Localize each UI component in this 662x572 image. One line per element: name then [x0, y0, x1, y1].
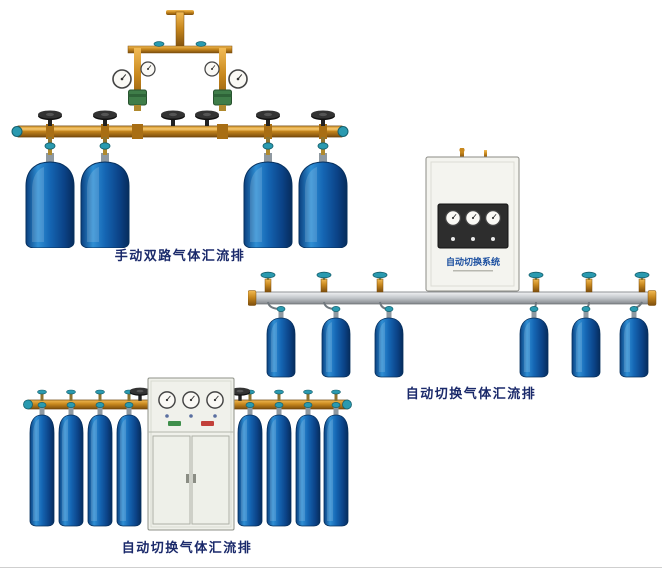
cabinet-label: 自动切换系统 — [446, 256, 500, 267]
cylinder-drops — [48, 137, 325, 147]
gas-cylinder — [571, 305, 601, 378]
gas-cylinder — [266, 401, 292, 527]
pressure-gauge — [444, 209, 462, 227]
pressure-gauge — [182, 391, 200, 409]
door-handle — [193, 474, 196, 483]
cabinet-door-right — [191, 435, 230, 525]
end-cap — [11, 126, 23, 137]
gas-cylinder — [29, 401, 55, 527]
valve-station — [528, 271, 544, 293]
end-cap — [337, 126, 349, 137]
product-caption: 自动切换气体汇流排 — [121, 540, 253, 555]
page-bottom-rule — [0, 567, 662, 568]
indicator-green — [168, 421, 181, 426]
valve-station — [372, 271, 388, 293]
small-valve-knob — [153, 41, 165, 47]
valve-handwheel — [256, 110, 280, 126]
top-pipe-assembly — [127, 10, 233, 108]
valve-handwheel — [161, 110, 185, 126]
gas-cylinder — [116, 401, 142, 527]
control-cabinet: 自动切换系统 — [425, 156, 520, 292]
gas-cylinder — [295, 401, 321, 527]
end-cap — [647, 290, 657, 306]
product-caption: 自动切换气体汇流排 — [405, 386, 537, 401]
manifold-bar — [248, 290, 657, 306]
manifold-pipe — [11, 124, 349, 139]
pressure-gauge — [158, 391, 176, 409]
pressure-gauge — [112, 69, 132, 89]
valve-station — [260, 271, 276, 293]
gas-regulator — [128, 89, 147, 112]
pressure-gauge — [204, 61, 220, 77]
product-auto-switch-wall-manifold: 自动切换系统 — [248, 148, 658, 402]
valve-handwheel — [93, 110, 117, 126]
product-manual-dual-manifold: 手动双路气体汇流排 — [10, 8, 350, 264]
gas-cylinder — [25, 142, 75, 248]
valve-station — [581, 271, 597, 293]
valve-station — [316, 271, 332, 293]
valve-station — [634, 271, 650, 293]
gas-cylinder — [323, 401, 349, 527]
product-auto-switch-floor-manifold: 自动切换气体汇流排 — [22, 374, 352, 556]
indicator-red — [201, 421, 214, 426]
valve-handwheel — [38, 110, 62, 126]
control-cabinet — [147, 377, 235, 531]
gas-cylinder — [619, 305, 649, 378]
valve-handwheel — [129, 387, 151, 401]
gas-cylinder — [266, 305, 296, 378]
auto-manifold-floor-illustration — [23, 377, 352, 531]
small-valve-knob — [195, 41, 207, 47]
end-cap — [248, 290, 257, 306]
manual-manifold-illustration — [11, 10, 349, 248]
manifold-pipes — [23, 399, 352, 410]
pressure-gauge — [464, 209, 482, 227]
auto-manifold-illustration: 自动切换系统 — [248, 148, 657, 378]
pressure-gauge — [206, 391, 224, 409]
gas-cylinder — [80, 142, 130, 248]
valve-stations — [37, 389, 341, 401]
gas-cylinder — [519, 305, 549, 378]
valve-handwheel — [311, 110, 335, 126]
end-cap — [23, 399, 33, 410]
cabinet-top-fittings — [459, 148, 487, 158]
pressure-gauge — [228, 69, 248, 89]
gas-cylinder — [87, 401, 113, 527]
gas-cylinder — [374, 305, 404, 378]
gas-regulator — [213, 89, 232, 112]
pressure-gauge — [140, 61, 156, 77]
gas-cylinder — [58, 401, 84, 527]
product-caption: 手动双路气体汇流排 — [114, 248, 246, 263]
gas-cylinder — [237, 401, 263, 527]
gas-cylinder — [321, 305, 351, 378]
door-handle — [186, 474, 189, 483]
cabinet-door-left — [152, 435, 191, 525]
end-cap — [342, 399, 352, 410]
pressure-gauge — [484, 209, 502, 227]
valve-handwheel — [195, 110, 219, 126]
